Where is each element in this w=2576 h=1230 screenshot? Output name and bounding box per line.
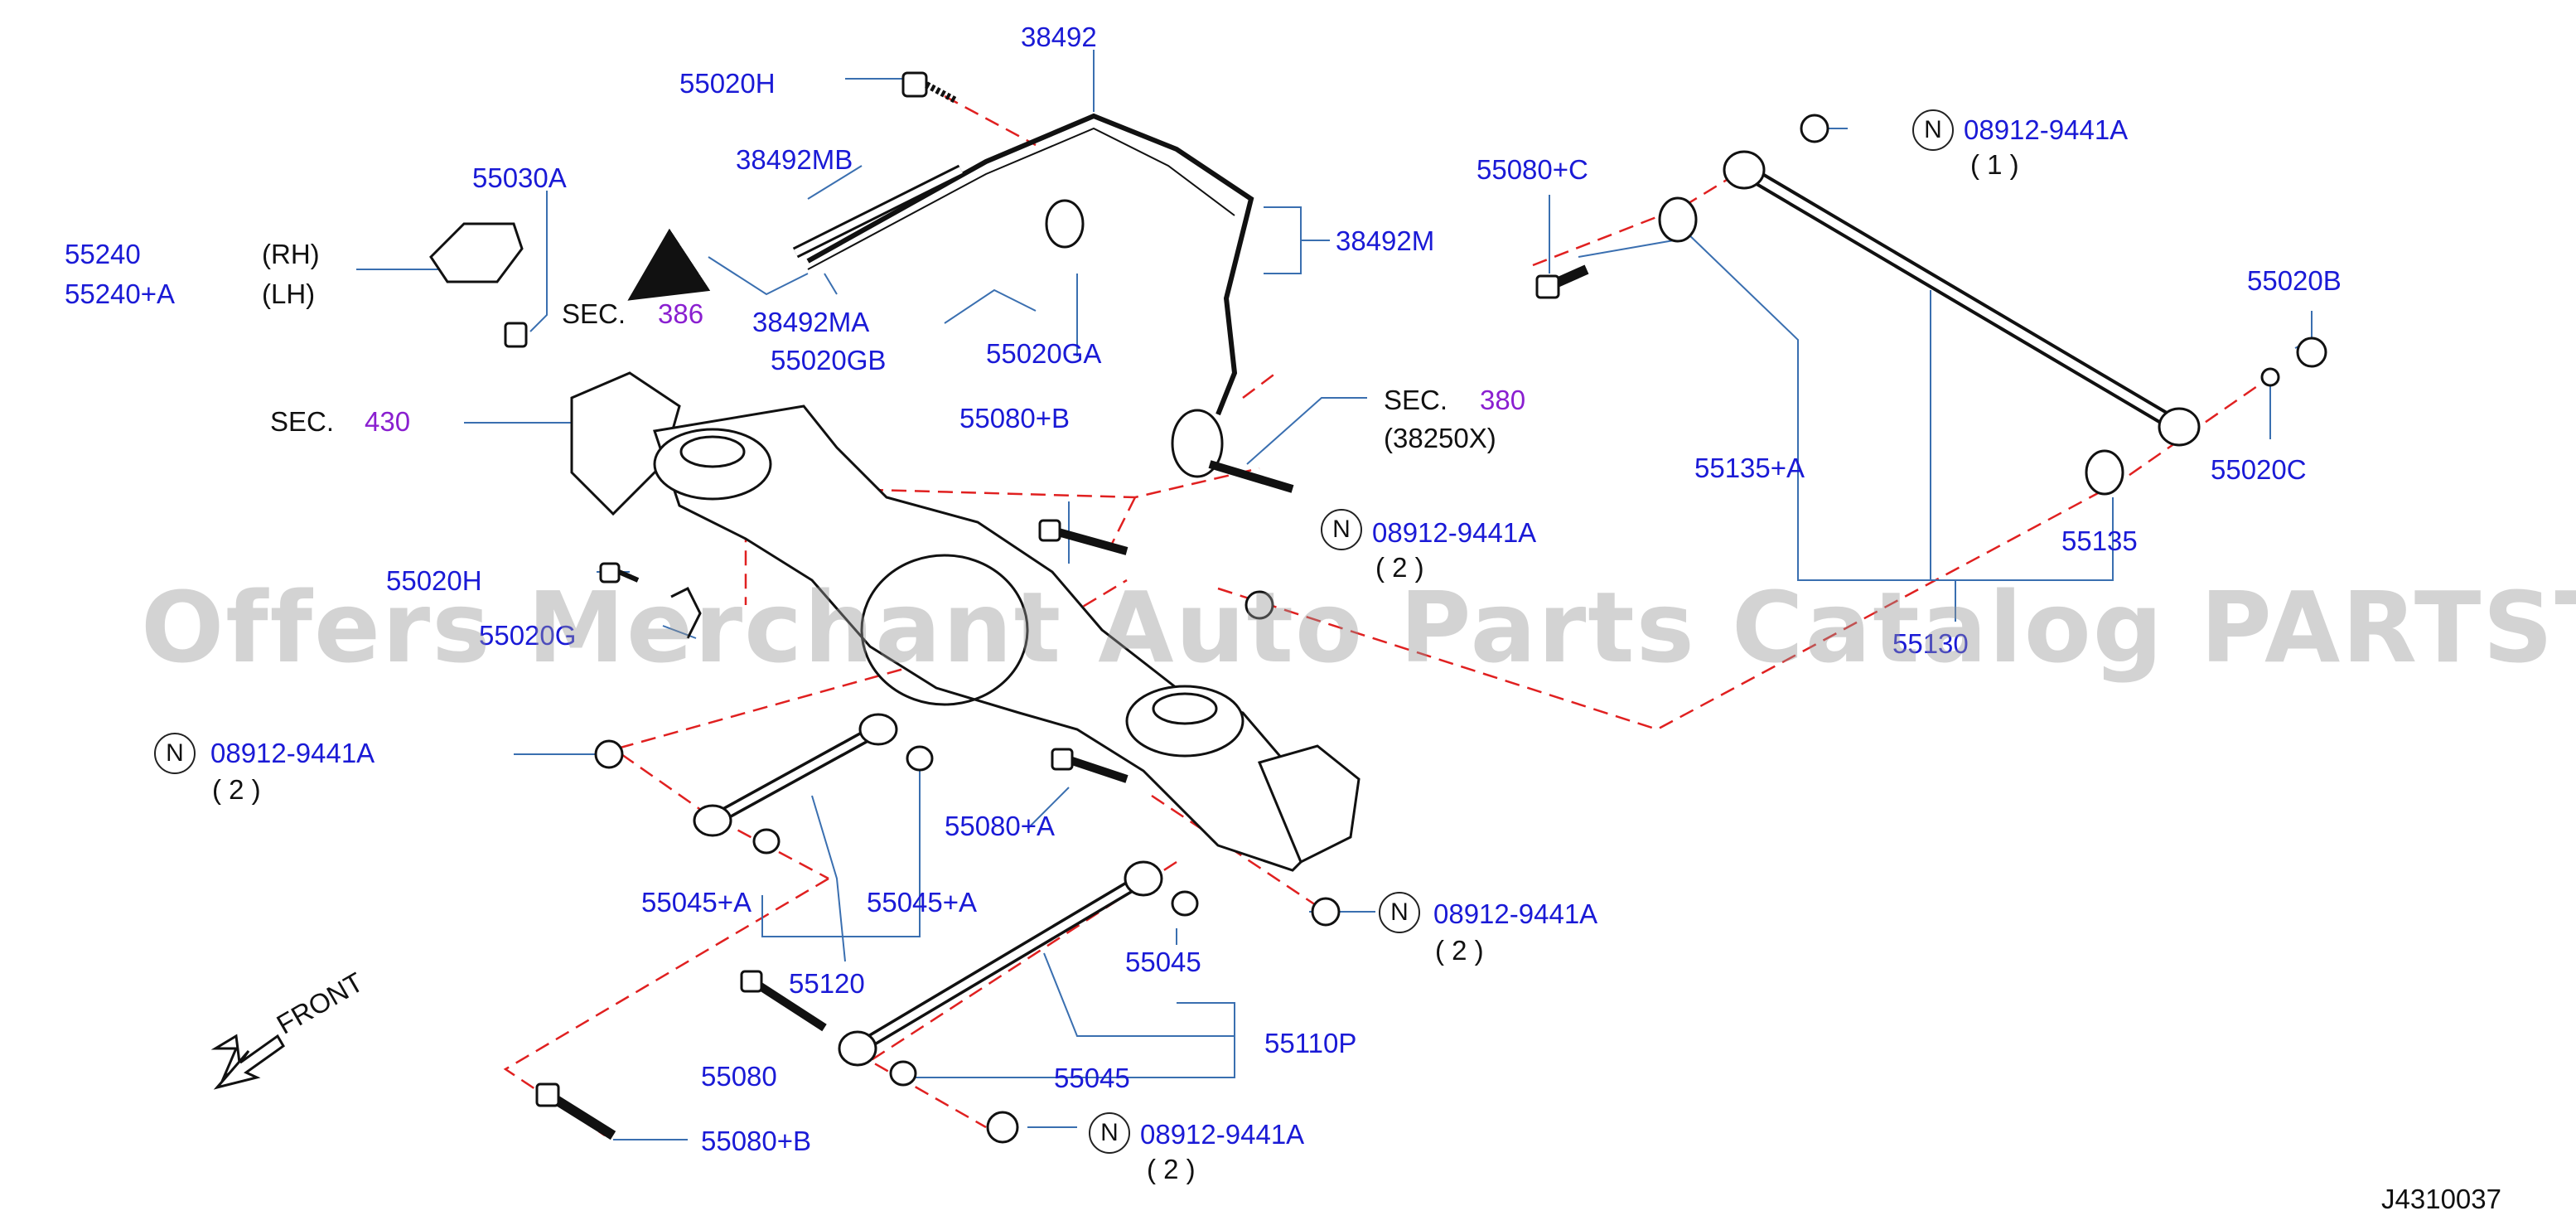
label-55045-1: 55045 <box>1125 947 1201 977</box>
sec-386-arrow <box>627 228 711 301</box>
label-55045-a-1: 55045+A <box>641 887 752 918</box>
label-sec-word-1: SEC. <box>562 298 626 329</box>
nut-part-number: 08912-9441A <box>1372 517 1537 548</box>
nut-mark-circle: N <box>1321 509 1362 550</box>
label-55020ga: 55020GA <box>986 338 1102 369</box>
label-55020gb: 55020GB <box>771 345 887 375</box>
label-55240: 55240 <box>65 239 141 269</box>
label-55120: 55120 <box>789 968 865 999</box>
nut-mark-circle: N <box>1089 1112 1130 1154</box>
label-lh: (LH) <box>262 278 316 309</box>
label-55020g: 55020G <box>479 620 577 651</box>
label-55135: 55135 <box>2061 525 2138 556</box>
label-55080-b-top: 55080+B <box>959 403 1071 433</box>
label-55030a: 55030A <box>472 162 567 193</box>
nut-mark-circle: N <box>154 733 196 774</box>
diagram-code: J4310037 <box>2381 1184 2501 1214</box>
label-55020h-top: 55020H <box>679 68 776 99</box>
label-55240-a: 55240+A <box>65 278 176 309</box>
nut-part-number: 08912-9441A <box>1433 898 1598 929</box>
label-55110p: 55110P <box>1264 1028 1357 1058</box>
label-55080: 55080 <box>701 1061 777 1092</box>
nut-mark-circle: N <box>1912 109 1954 151</box>
label-55080-c: 55080+C <box>1476 154 1588 185</box>
label-sec-386: 386 <box>658 298 704 329</box>
label-55020b: 55020B <box>2247 265 2342 296</box>
nut-part-number: 08912-9441A <box>1964 114 2129 145</box>
leader-lines <box>356 50 2313 1140</box>
label-sec-430: 430 <box>365 406 411 437</box>
label-38492ma: 38492MA <box>752 307 870 337</box>
nut-quantity: ( 1 ) <box>1970 149 2019 180</box>
label-rh: (RH) <box>262 239 320 269</box>
parts <box>429 71 2327 1144</box>
nut-quantity: ( 2 ) <box>1435 935 1484 966</box>
label-38250x: (38250X) <box>1384 423 1496 453</box>
label-55045-2: 55045 <box>1054 1063 1130 1093</box>
label-sec-380: 380 <box>1480 385 1526 415</box>
label-55020h-left: 55020H <box>386 565 482 596</box>
nut-part-number: 08912-9441A <box>210 738 375 768</box>
label-55135-a: 55135+A <box>1694 453 1805 483</box>
label-38492: 38492 <box>1021 22 1097 52</box>
label-55080-a: 55080+A <box>945 811 1056 841</box>
label-sec-word-3: SEC. <box>270 406 335 437</box>
label-55020c: 55020C <box>2211 454 2307 485</box>
label-55130: 55130 <box>1892 628 1969 659</box>
label-sec-word-2: SEC. <box>1384 385 1448 415</box>
label-38492mb: 38492MB <box>736 144 853 175</box>
nut-part-number: 08912-9441A <box>1140 1119 1305 1150</box>
label-38492m: 38492M <box>1336 225 1435 256</box>
nut-quantity: ( 2 ) <box>212 774 261 805</box>
nut-mark-circle: N <box>1379 892 1420 933</box>
label-55080-b-bottom: 55080+B <box>701 1126 812 1156</box>
nut-quantity: ( 2 ) <box>1375 552 1424 583</box>
label-55045-a-2: 55045+A <box>867 887 978 918</box>
nut-quantity: ( 2 ) <box>1147 1154 1196 1184</box>
